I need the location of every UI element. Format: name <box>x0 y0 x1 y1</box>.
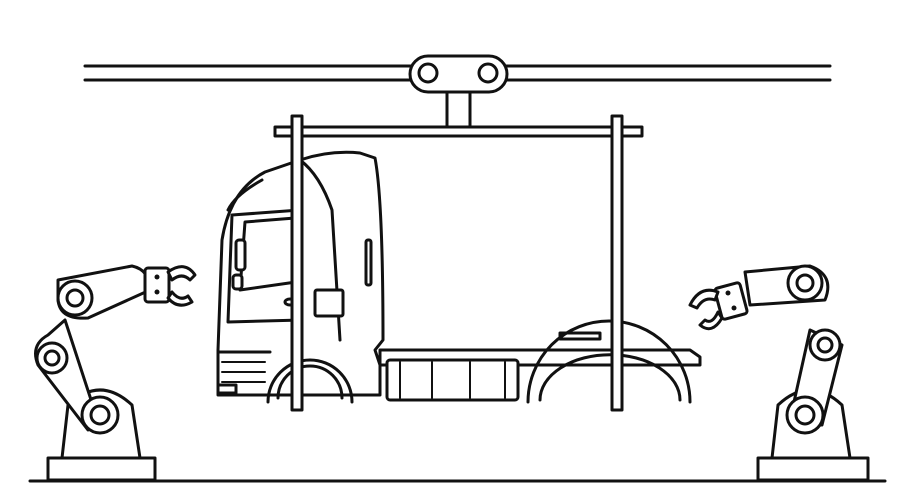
front-wheel-arch <box>266 358 354 404</box>
rear-wheel-arch <box>526 319 692 404</box>
robot-arm-left <box>34 264 197 482</box>
robot-arm-right <box>688 264 870 482</box>
fuel-tank <box>385 358 520 402</box>
rail-trolley <box>408 54 509 130</box>
hanger-crossbar <box>273 125 644 138</box>
hanger-post-right <box>610 114 624 412</box>
truck-cab <box>216 150 702 402</box>
hanger-post-left <box>290 114 304 412</box>
